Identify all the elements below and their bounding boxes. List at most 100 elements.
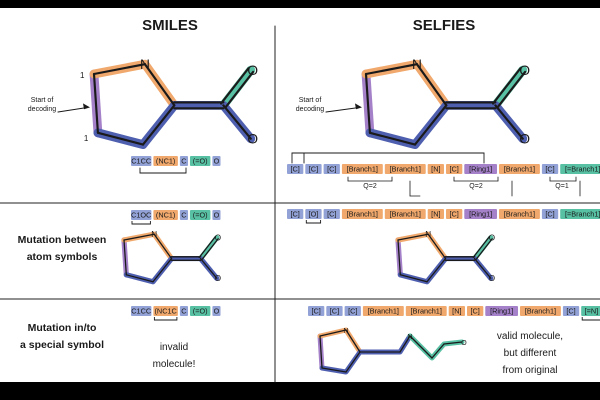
token-background [446, 164, 463, 174]
token: C [181, 307, 186, 316]
token: C1CC [131, 157, 151, 166]
token-background [560, 209, 600, 219]
token-background [467, 306, 484, 316]
start-arrow [325, 106, 361, 113]
atom-label-o: O [489, 234, 495, 243]
bond [397, 239, 401, 276]
token: [=Branch1] [565, 210, 600, 219]
token: C1CC [131, 307, 151, 316]
row-label-mutation-special: Mutation in/to [28, 322, 97, 334]
token-background [212, 156, 221, 166]
token: [Branch1] [347, 210, 378, 219]
double-bond [219, 67, 250, 105]
bond-highlight-oxygen [471, 235, 494, 262]
bond [415, 63, 448, 107]
bond [345, 329, 361, 353]
token-background [541, 164, 559, 174]
bond [364, 63, 419, 76]
atom-label-o: O [247, 63, 258, 78]
atom-label-o: O [519, 131, 530, 146]
start-of-decoding-label: Start of [299, 97, 322, 104]
token-background [464, 209, 497, 219]
token: C [181, 211, 186, 220]
double-bond [491, 67, 522, 105]
atom-label-n: N [412, 57, 422, 72]
token: (=O) [193, 157, 208, 166]
atom-label-o: O [489, 274, 495, 283]
token: [N] [431, 210, 440, 219]
token-background [131, 210, 152, 220]
token-background [305, 164, 322, 174]
token: (NC1) [156, 157, 175, 166]
atom-label-o: O [215, 274, 221, 283]
token-background [308, 306, 325, 316]
bond [443, 341, 463, 345]
bond [222, 104, 252, 140]
token-background [323, 209, 340, 219]
invalid-label: molecule! [153, 359, 196, 370]
token-background [581, 306, 600, 316]
mutation-bracket [131, 221, 151, 225]
token: (NC1C [155, 307, 177, 316]
bond [399, 274, 428, 283]
invalid-label: invalid [160, 342, 188, 353]
bond [427, 233, 447, 260]
q-label: Q=2 [469, 183, 483, 190]
token: [Ring1] [490, 307, 513, 316]
arrow-head [83, 103, 90, 110]
atom-label-o: O [215, 234, 221, 243]
token-background [341, 209, 383, 219]
token-background [344, 306, 361, 316]
token-background [427, 164, 444, 174]
token-background [190, 306, 211, 316]
token: O [214, 211, 220, 220]
bond-highlight-oxygen [490, 65, 528, 110]
atom-label-o: O [247, 131, 258, 146]
token: [C] [449, 165, 458, 174]
valid-different-label: but different [504, 348, 557, 359]
token-background [190, 156, 211, 166]
start-of-decoding-label: Start of [31, 97, 54, 104]
token: O [214, 307, 220, 316]
bond [141, 104, 176, 146]
token: C1OC [131, 211, 151, 220]
token: [N] [452, 307, 461, 316]
token: [C] [290, 165, 299, 174]
header-smiles: SMILES [142, 17, 198, 34]
bond [364, 72, 371, 134]
molecule-selfies-special: NNO [317, 327, 467, 375]
token-background [131, 156, 152, 166]
bond [152, 257, 173, 283]
token: O [214, 157, 220, 166]
token-background [287, 209, 304, 219]
bond [494, 104, 524, 140]
bond [345, 351, 361, 373]
selfies-string-mutated-atom: [C][O][C][Branch1][Branch1][N][C][Ring1]… [287, 209, 600, 224]
bond [92, 63, 147, 76]
double-bond [224, 70, 255, 109]
token-background [341, 164, 383, 174]
bond [143, 63, 176, 107]
start-of-decoding-label: decoding [28, 106, 57, 113]
token-background [323, 164, 340, 174]
q-label: Q=1 [555, 183, 569, 190]
token-background [384, 164, 426, 174]
double-bond [475, 238, 493, 261]
token: [C] [348, 307, 357, 316]
top-border-bar [0, 0, 600, 8]
header-selfies: SELFIES [413, 17, 476, 34]
row-label-mutation-special: a special symbol [20, 339, 104, 351]
token-background [153, 306, 178, 316]
token-background [179, 156, 188, 166]
bond [123, 239, 127, 276]
token: [C] [309, 165, 318, 174]
token: [C] [449, 210, 458, 219]
bottom-border-bar [0, 382, 600, 400]
token-background [427, 209, 444, 219]
valid-different-label: valid molecule, [497, 331, 563, 342]
